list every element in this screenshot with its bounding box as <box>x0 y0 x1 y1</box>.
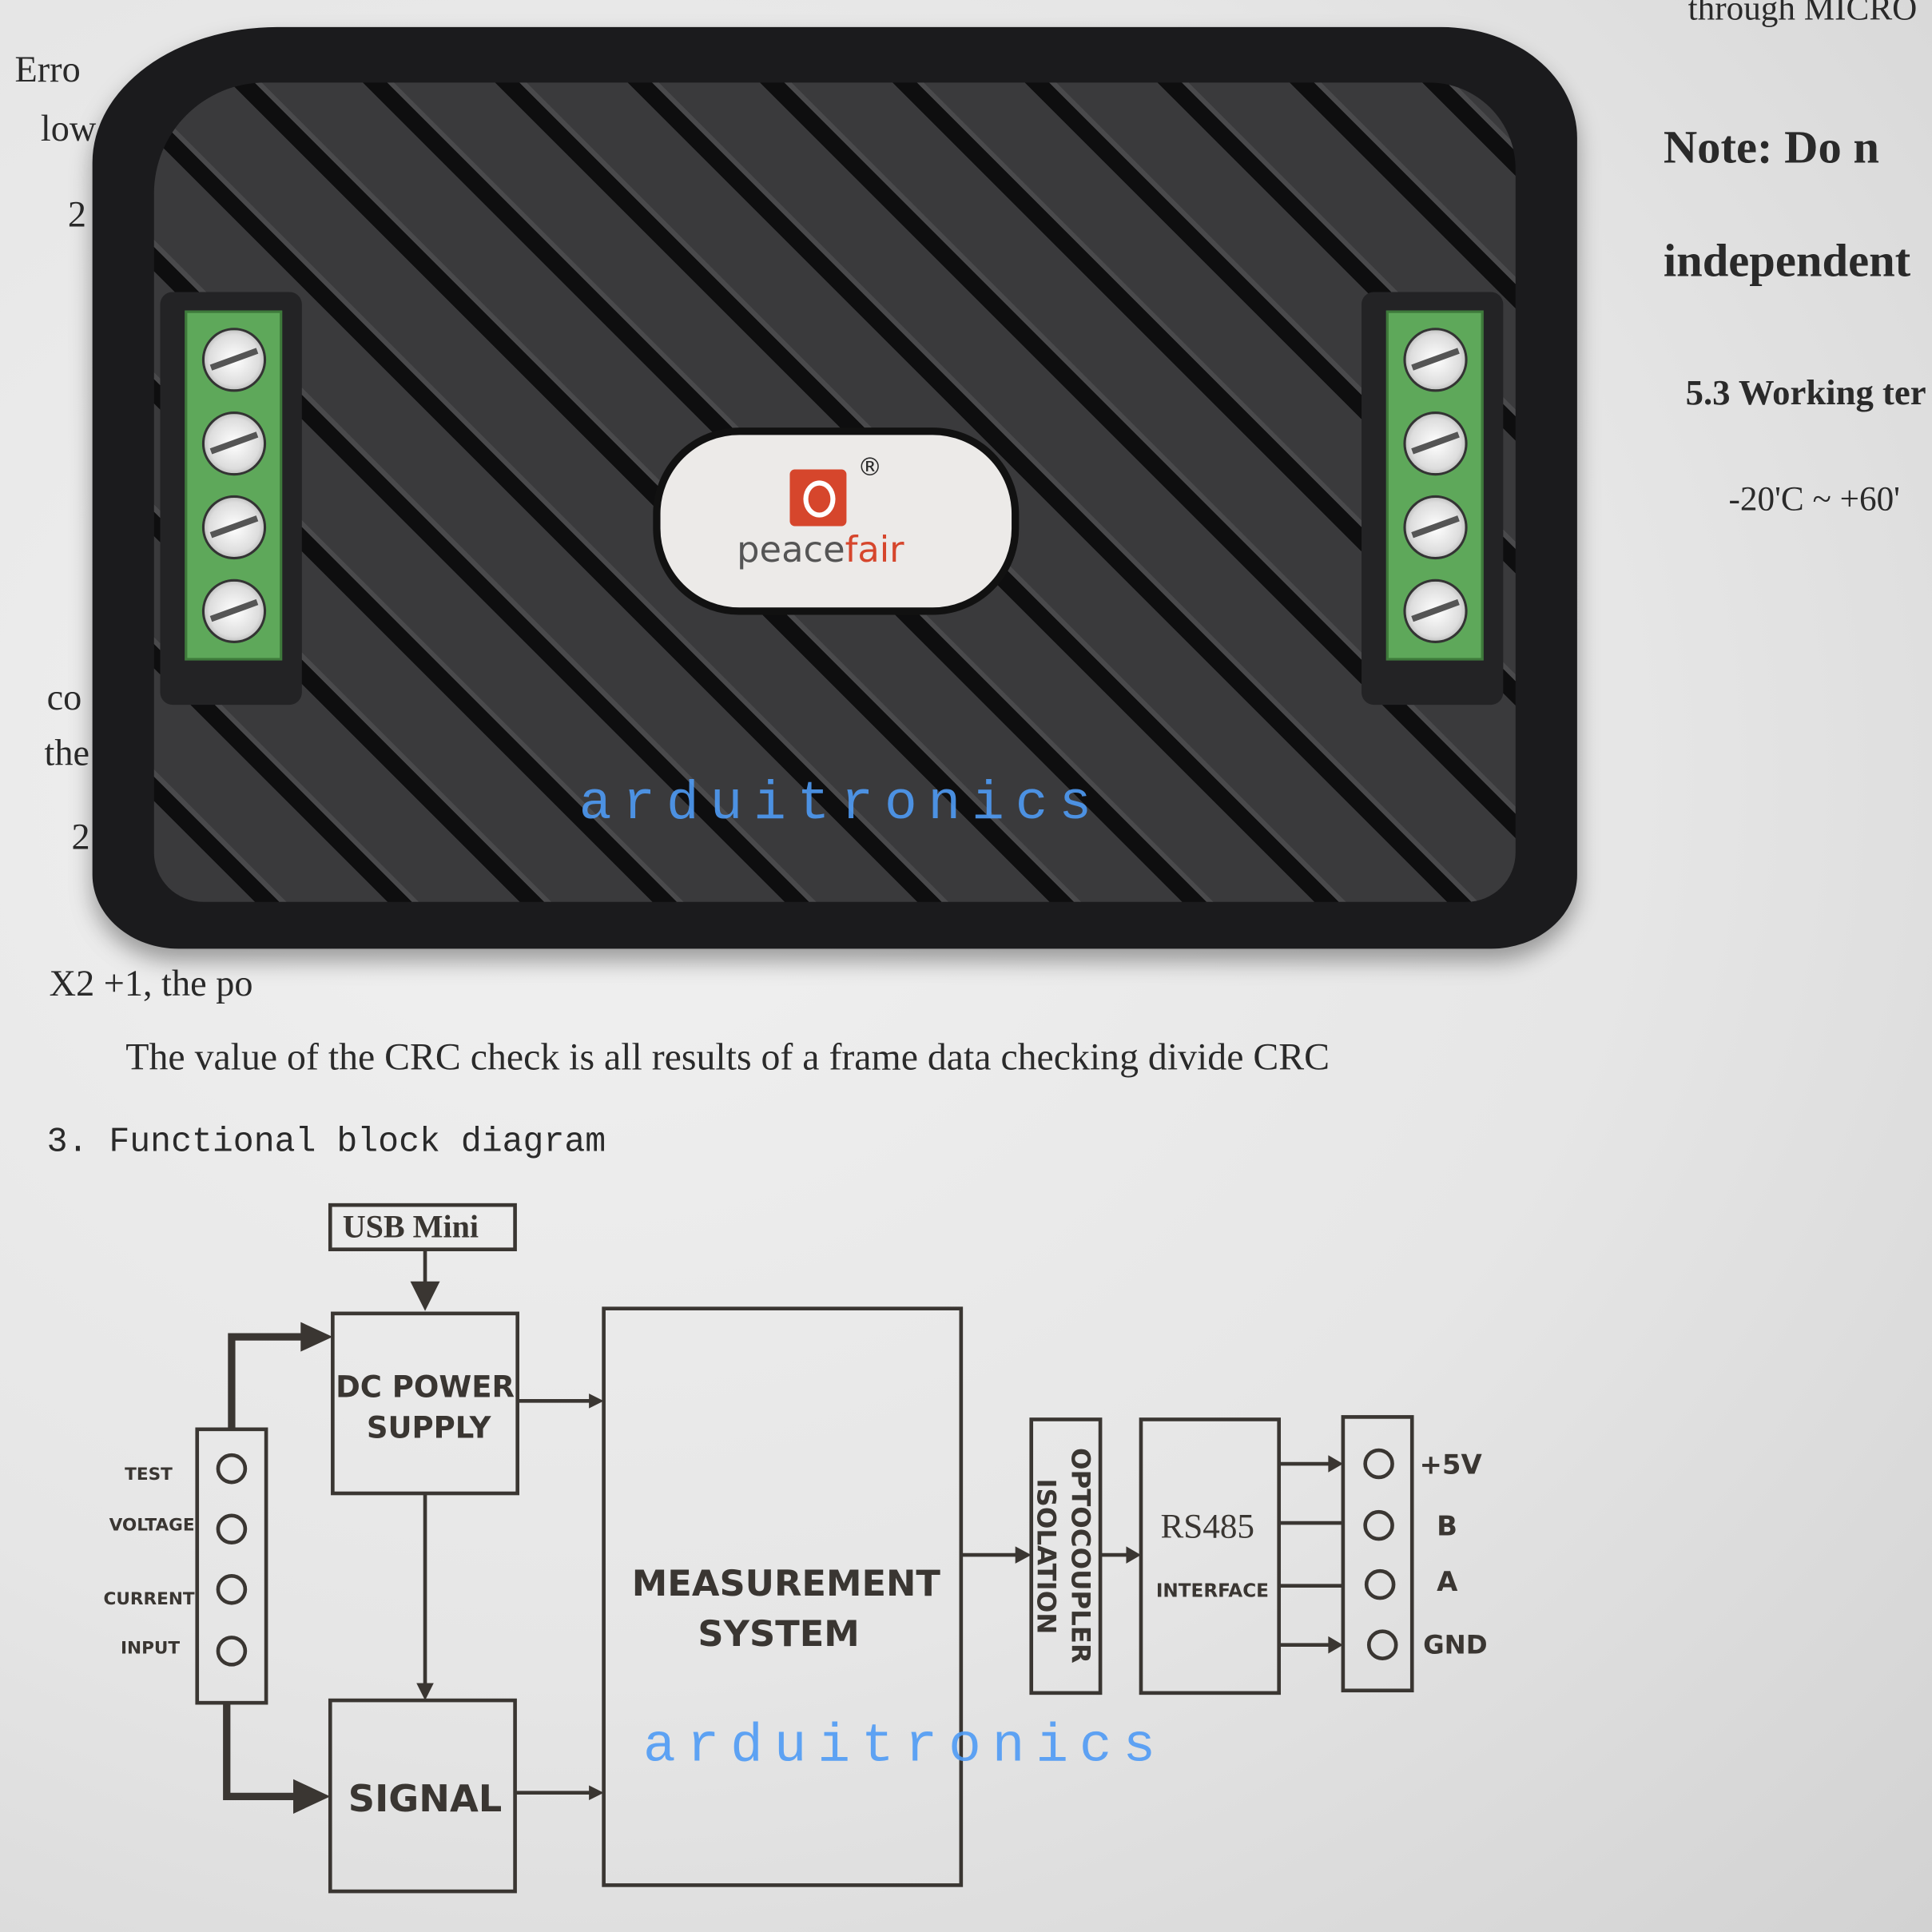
doc-fragment: the <box>44 733 90 774</box>
input-label: VOLTAGE <box>109 1515 195 1535</box>
connector-circles <box>216 1448 1398 1667</box>
energy-meter-module: ® peacefair <box>92 26 1577 949</box>
brand-name: peacefair <box>737 528 904 570</box>
screw-icon <box>1403 578 1468 643</box>
working-temp-heading: 5.3 Working ter <box>1685 373 1926 413</box>
working-temp-value: -20'C ~ +60' <box>1728 480 1900 519</box>
functional-block-diagram: USB Mini DC POWER SUPPLY SIGNAL MEASUREM… <box>104 1203 1488 1894</box>
dc-power-label-2: SUPPLY <box>367 1411 492 1445</box>
rs485-box <box>1139 1417 1282 1695</box>
doc-fragment: independent <box>1663 235 1911 288</box>
input-label: INPUT <box>121 1638 180 1658</box>
optocoupler-label: OPTOCOUPLER <box>1066 1448 1096 1664</box>
measurement-label-2: SYSTEM <box>698 1612 859 1655</box>
measurement-label: MEASUREMENT <box>632 1562 941 1604</box>
brand-logo: ® peacefair <box>653 427 1020 615</box>
screw-icon <box>201 495 267 560</box>
terminal-block-left <box>160 292 302 706</box>
doc-fragment: 2 <box>71 817 90 858</box>
isolation-label: ISOLATION <box>1031 1479 1061 1635</box>
doc-fragment: co <box>46 678 82 719</box>
screw-icon <box>1403 411 1468 476</box>
measurement-box <box>602 1306 964 1887</box>
output-label: B <box>1437 1510 1457 1541</box>
output-label: +5V <box>1419 1449 1482 1480</box>
doc-fragment: X2 +1, the po <box>49 963 253 1004</box>
note-heading: Note: Do n <box>1663 121 1880 174</box>
screw-icon <box>201 411 267 476</box>
watermark: arduitronics <box>642 1716 1167 1779</box>
input-connector-box <box>195 1427 268 1705</box>
dc-power-label: DC POWER <box>336 1370 515 1405</box>
input-label: CURRENT <box>104 1589 195 1609</box>
doc-fragment: through MICRO <box>1688 0 1918 29</box>
screw-icon <box>1403 495 1468 560</box>
input-label: TEST <box>125 1465 173 1485</box>
doc-fragment: Erro <box>14 49 81 90</box>
peacefair-logo-icon <box>789 469 847 527</box>
interface-label: INTERFACE <box>1156 1581 1269 1602</box>
signal-label: SIGNAL <box>348 1777 502 1820</box>
crc-line: The value of the CRC check is all result… <box>125 1035 1330 1079</box>
signal-box <box>328 1698 517 1894</box>
output-label: A <box>1437 1566 1458 1597</box>
doc-fragment: 2 <box>67 194 86 236</box>
doc-fragment: low <box>40 108 97 149</box>
section-heading: 3. Functional block diagram <box>46 1123 606 1163</box>
usb-mini-label: USB Mini <box>343 1208 479 1244</box>
rs485-label: RS485 <box>1160 1509 1254 1546</box>
terminal-block-right <box>1362 292 1504 706</box>
watermark: arduitronics <box>578 773 1103 836</box>
registered-mark: ® <box>857 451 883 482</box>
screw-icon <box>201 328 267 392</box>
usb-mini-box <box>328 1203 517 1251</box>
screw-icon <box>1403 328 1468 392</box>
output-label: GND <box>1423 1629 1488 1660</box>
screw-icon <box>201 578 267 643</box>
output-connector-box <box>1341 1415 1414 1693</box>
